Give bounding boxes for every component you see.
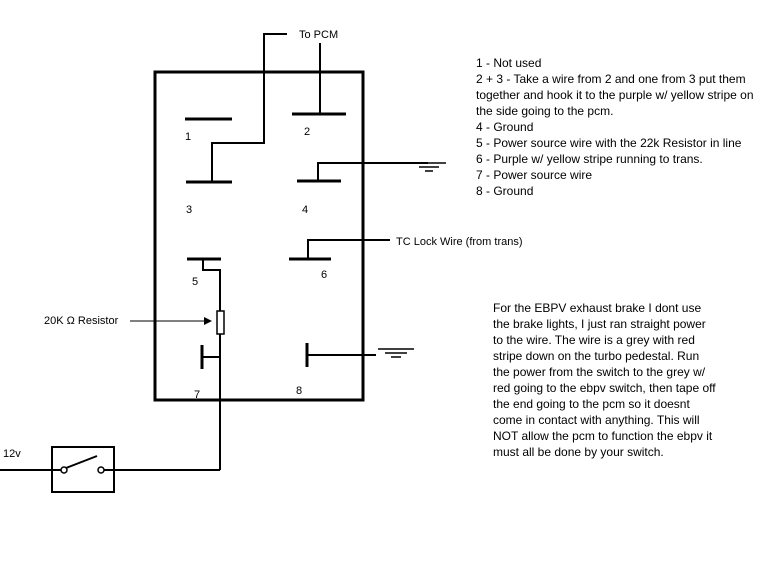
resistor-symbol [216, 310, 225, 335]
ground-symbol-top [412, 162, 446, 172]
pin-note: 8 - Ground [476, 184, 534, 198]
pcm-wire [211, 33, 287, 182]
ebpv-note: For the EBPV exhaust brake I dont use th… [493, 300, 761, 460]
tc-lock-wire-label: TC Lock Wire (from trans) [396, 236, 523, 248]
ebpv-note-line: stripe down on the turbo pedestal. Run [493, 349, 700, 363]
ebpv-note-line: red going to the ebpv switch, then tape … [493, 381, 716, 395]
pin-note: 2 + 3 - Take a wire from 2 and one from … [476, 72, 754, 118]
resistor-label: 20K Ω Resistor [44, 315, 119, 327]
pin-1-label: 1 [185, 131, 191, 143]
pin-3-label: 3 [186, 204, 192, 216]
pin-6-label: 6 [321, 269, 327, 281]
ebpv-note-line: For the EBPV exhaust brake I dont use [493, 301, 702, 315]
pin-note: 7 - Power source wire [476, 168, 593, 182]
pin-2-label: 2 [304, 126, 310, 138]
pin-4-ground-wire [317, 162, 428, 181]
switch-lever [65, 455, 98, 469]
ebpv-note-line: the brake lights, I just ran straight po… [493, 317, 706, 331]
pin-note: 5 - Power source wire with the 22k Resis… [476, 136, 742, 150]
to-pcm-label: To PCM [299, 29, 338, 41]
pin-note: 6 - Purple w/ yellow stripe running to t… [476, 152, 703, 166]
power-label: 12v [3, 448, 21, 460]
pin-notes: 1 - Not used 2 + 3 - Take a wire from 2 … [476, 55, 756, 199]
resistor-pointer-arrow [204, 317, 212, 325]
ebpv-note-line: must all be done by your switch. [493, 445, 664, 459]
ground-symbol-bottom [378, 348, 414, 358]
ebpv-note-line: to the wire. The wire is a grey with red [493, 333, 695, 347]
switch-contact-right [97, 466, 105, 474]
ebpv-note-line: the end going to the pcm so it doesnt [493, 397, 690, 411]
pin-5-label: 5 [192, 276, 198, 288]
pin-5-wire [202, 259, 221, 311]
pin-7-label: 7 [194, 389, 200, 401]
pin-8-label: 8 [296, 385, 302, 397]
pin-4-label: 4 [302, 204, 308, 216]
ebpv-note-line: the power from the switch to the grey w/ [493, 365, 706, 379]
switch-contact-left [60, 466, 68, 474]
pin-note: 1 - Not used [476, 56, 542, 70]
relay-body [153, 70, 365, 402]
ebpv-note-line: come in contact with anything. This will [493, 413, 700, 427]
pin-note: 4 - Ground [476, 120, 534, 134]
ebpv-note-line: NOT allow the pcm to function the ebpv i… [493, 429, 713, 443]
tc-lock-wire [307, 239, 390, 259]
